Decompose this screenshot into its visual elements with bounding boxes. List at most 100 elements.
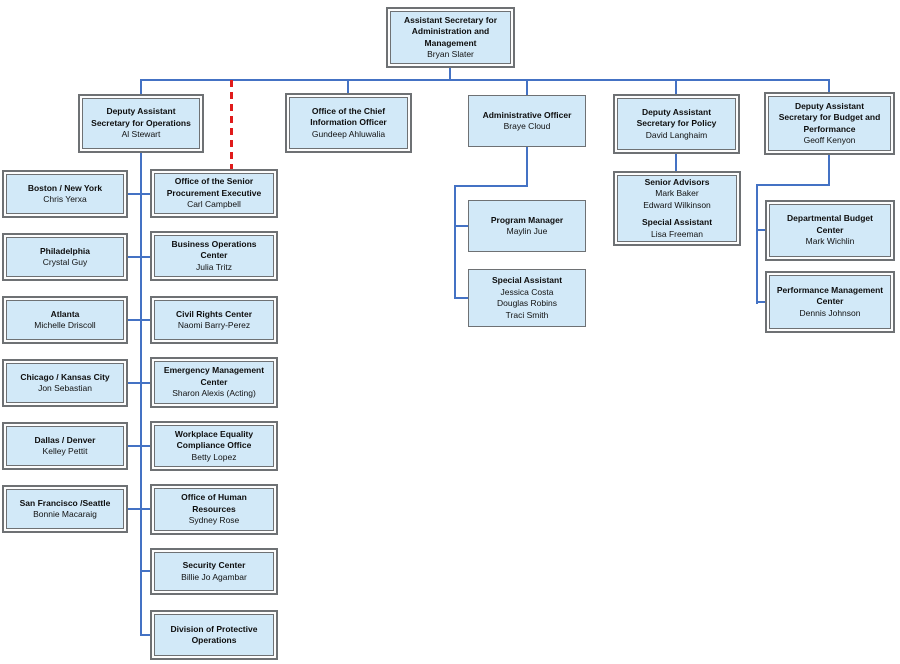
node-title-line: Special Assistant: [641, 217, 713, 228]
connector-drop-operations: [140, 79, 142, 94]
node-title-line: Emergency Management: [163, 365, 265, 376]
node-title-line: Resources: [192, 503, 236, 514]
connector-budget-elbow: [756, 184, 830, 186]
node-person-line: Douglas Robins: [496, 298, 557, 308]
node-person-line: Michelle Driscoll: [34, 320, 96, 330]
node-person-line: Traci Smith: [505, 309, 549, 320]
node-title-line: Business Operations: [171, 238, 257, 249]
node-person-line: Julia Tritz: [196, 261, 232, 272]
node-title-line: Procurement Executive: [166, 187, 262, 198]
node-title-line: Compliance Office: [176, 440, 252, 451]
node-title-line: Secretary for Budget and: [778, 112, 881, 122]
node-title-line: Center: [200, 376, 228, 387]
node-title-line: Office of Human: [181, 492, 247, 503]
node-person-line: Billie Jo Agambar: [181, 571, 247, 582]
node-title-line: Philadelphia: [39, 245, 91, 256]
connector-drop-budget: [828, 79, 830, 92]
connector-row-philadelphia: [128, 256, 150, 258]
connector-drop-policy: [675, 79, 677, 94]
node-title-line: Center: [200, 250, 228, 261]
node-person-line: Bryan Slater: [427, 49, 474, 59]
node-title-line: Security Center: [182, 560, 246, 570]
connector-stub-protective-ops: [140, 634, 150, 636]
node-title-line: San Francisco /Seattle: [19, 497, 111, 508]
connector-admin-trunk: [454, 185, 456, 299]
connector-policy-drop: [675, 154, 677, 171]
connector-drop-admin-officer: [526, 79, 528, 95]
dashed-divider-line: [230, 80, 233, 170]
connector-stub-security: [140, 570, 150, 572]
node-title-line: Secretary for Operations: [91, 117, 191, 128]
node-title-line: Deputy Assistant: [794, 100, 865, 111]
connector-stub-program-manager: [454, 225, 468, 227]
node-person-line: Naomi Barry-Perez: [177, 320, 251, 330]
node-person-line: Jessica Costa: [500, 286, 554, 297]
node-title-line: Departmental Budget: [787, 213, 873, 224]
node-person-line: Jon Sebastian: [38, 383, 92, 393]
node-title-line: Special Assistant: [491, 275, 563, 285]
node-title-line: Assistant Secretary for: [403, 14, 498, 25]
node-title-line: Dallas / Denver: [34, 434, 96, 445]
node-title-line: Chicago / Kansas City: [20, 371, 110, 382]
connector-row-chicago: [128, 382, 150, 384]
node-person-line: Braye Cloud: [503, 121, 551, 131]
node-person-line: Sharon Alexis (Acting): [172, 388, 256, 399]
node-title-line: Performance: [803, 123, 856, 134]
node-person-line: Crystal Guy: [42, 257, 88, 267]
node-title-line: Center: [816, 224, 844, 235]
node-title-line: Management: [424, 37, 477, 48]
node-title-line: Atlanta: [50, 308, 80, 319]
connector-budget-drop: [828, 155, 830, 186]
node-title-line: Program Manager: [490, 214, 564, 225]
connector-row-boston: [128, 193, 150, 195]
node-person-line: Dennis Johnson: [799, 307, 861, 318]
node-person-line: Mark Baker: [655, 188, 699, 199]
node-person-line: Maylin Jue: [506, 226, 548, 236]
connector-stub-performance-center: [756, 301, 767, 303]
node-title-line: Workplace Equality: [174, 428, 254, 439]
node-person-line: Chris Yerxa: [43, 194, 87, 204]
node-person-line: Geoff Kenyon: [803, 135, 856, 145]
connector-admin-drop: [526, 147, 528, 187]
node-person-line: Gundeep Ahluwalia: [311, 128, 386, 139]
node-person-line: Mark Wichlin: [805, 236, 855, 247]
node-person-line: Edward Wilkinson: [643, 199, 711, 210]
node-person-line: Betty Lopez: [191, 451, 237, 462]
node-person-line: Bonnie Macaraig: [33, 509, 97, 519]
node-person-line: Carl Campbell: [187, 199, 241, 210]
connector-operations-trunk: [140, 153, 142, 635]
